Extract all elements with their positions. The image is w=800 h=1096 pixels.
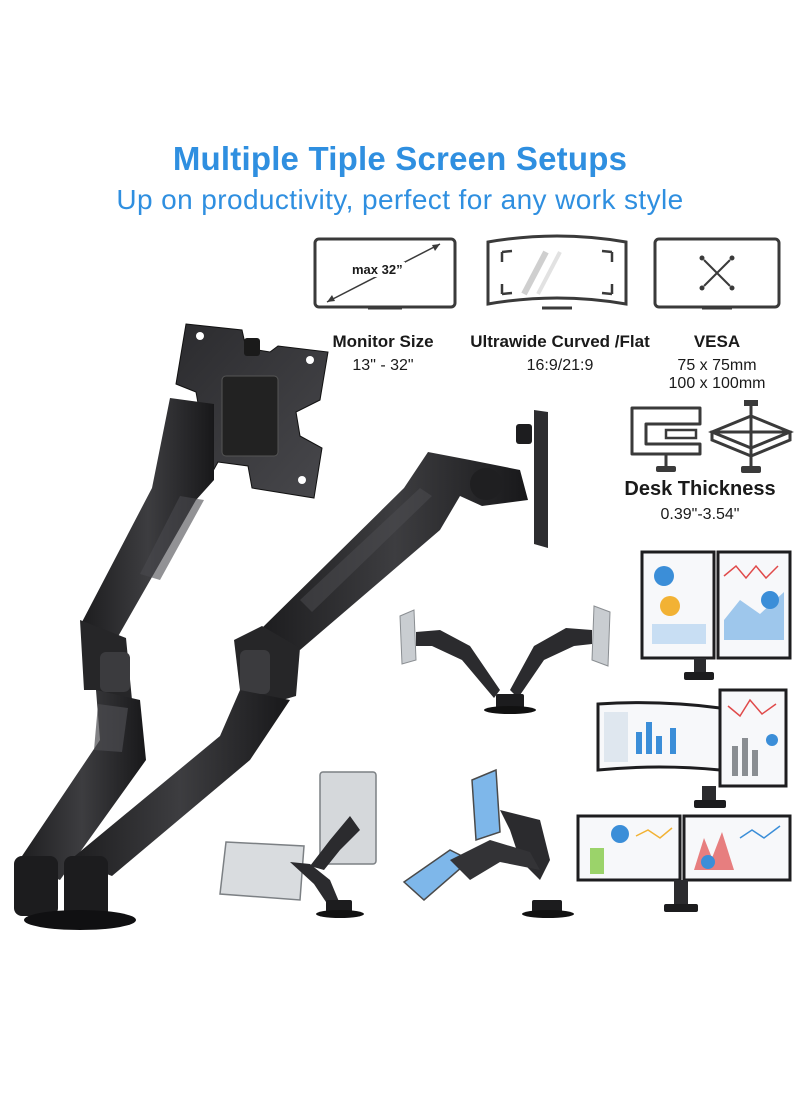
monitor-size-icon-text: max 32” xyxy=(350,262,405,277)
spec-value-monitor-size: 13" - 32" xyxy=(352,357,414,374)
spec-value-vesa-line2: 100 x 100mm xyxy=(668,375,766,392)
spec-value-curved: 16:9/21:9 xyxy=(526,357,594,374)
page-subtitle: Up on productivity, perfect for any work… xyxy=(116,184,684,215)
vesa-icon xyxy=(653,237,781,310)
curved-monitor-icon xyxy=(486,234,628,310)
vesa-plate-right xyxy=(516,410,548,548)
c-clamp-icon xyxy=(630,406,702,472)
spec-label-curved: Ultrawide Curved /Flat xyxy=(470,332,650,351)
spec-label-vesa: VESA xyxy=(693,332,741,351)
page-title: Multiple Tiple Screen Setups xyxy=(172,140,628,177)
spec-value-vesa-line1: 75 x 75mm xyxy=(677,357,757,374)
desk-thickness-label: Desk Thickness xyxy=(624,478,776,500)
grommet-mount-icon xyxy=(708,400,794,473)
spec-label-monitor-size: Monitor Size xyxy=(332,332,434,351)
desk-thickness-value: 0.39"-3.54" xyxy=(660,506,740,523)
